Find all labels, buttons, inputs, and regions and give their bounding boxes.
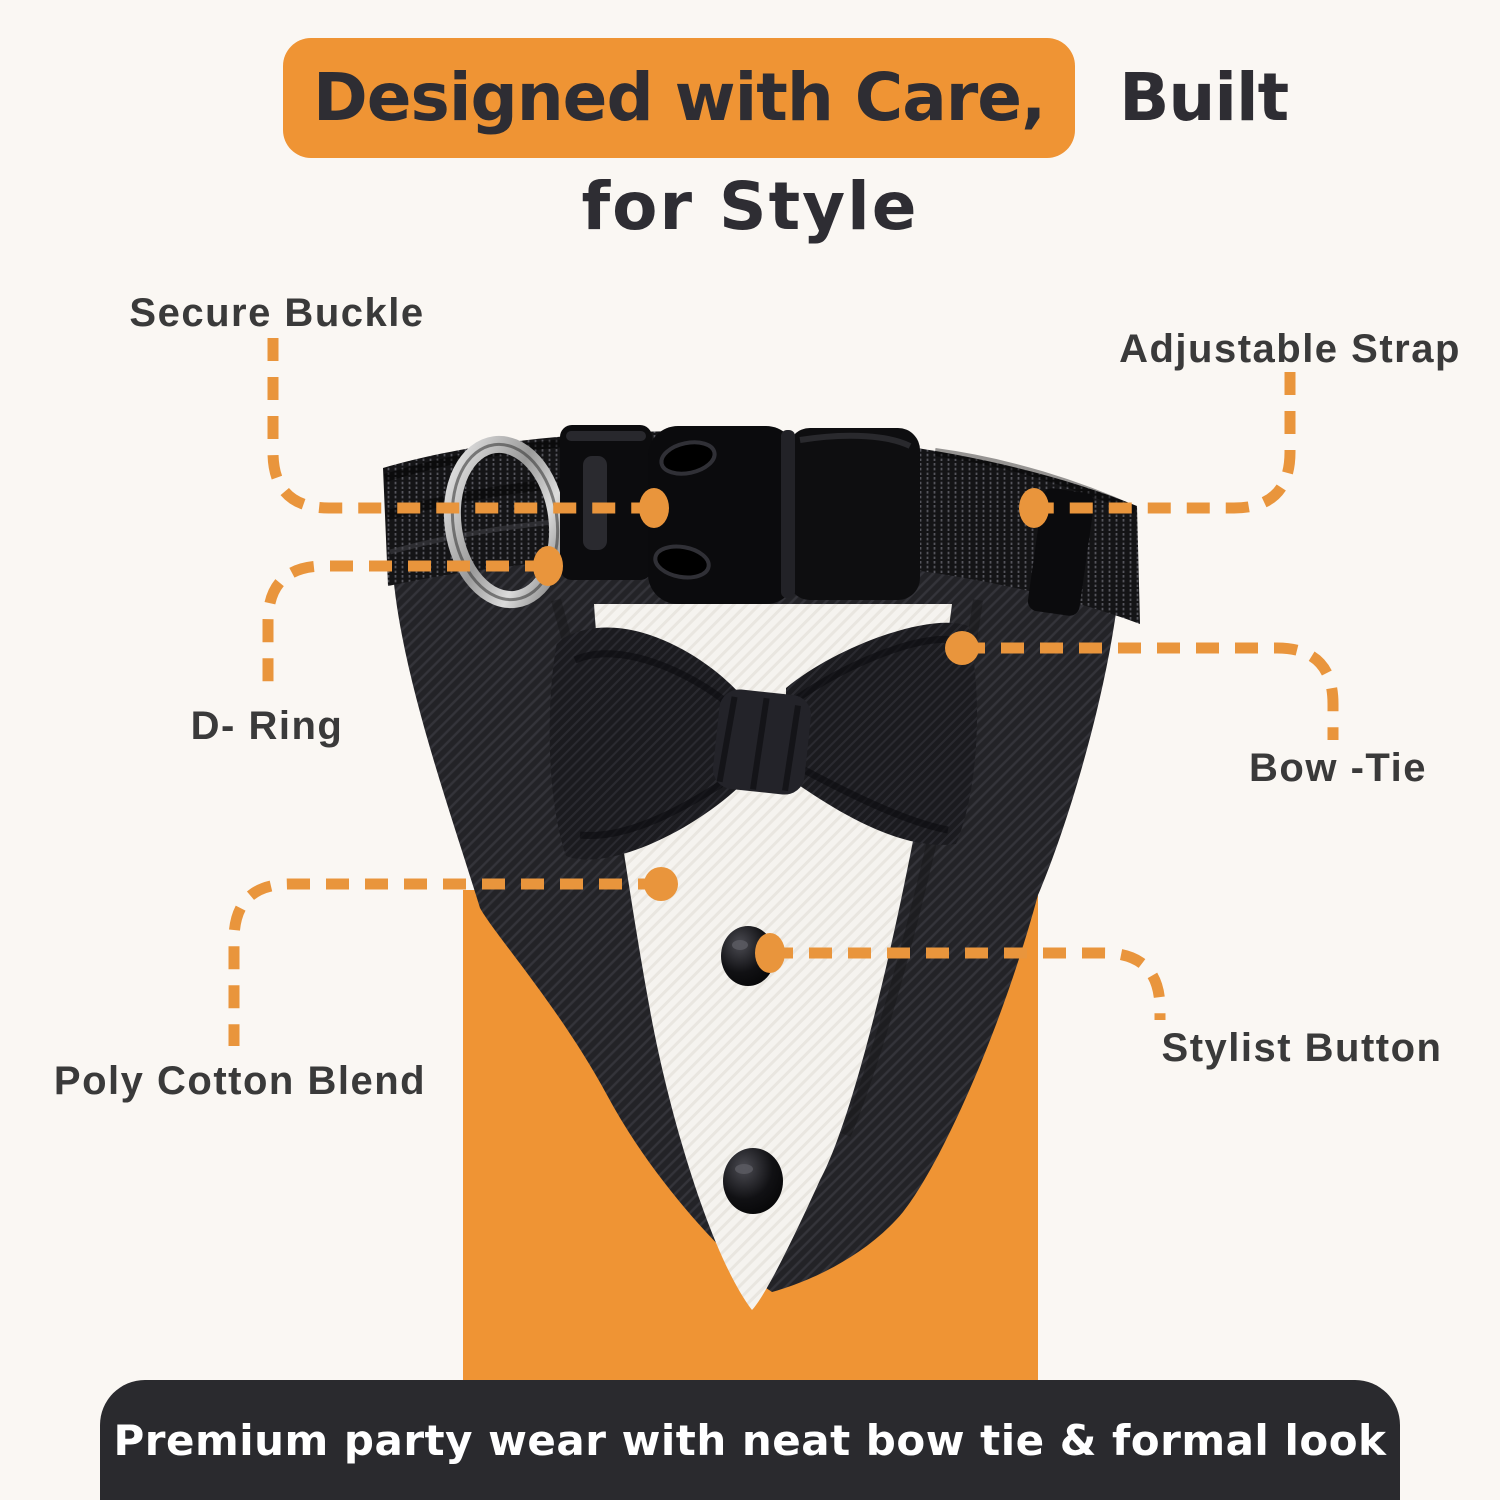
callout-label-d-ring: D- Ring bbox=[190, 704, 344, 748]
footer-text: Premium party wear with neat bow tie & f… bbox=[113, 1415, 1387, 1465]
d-ring bbox=[443, 435, 567, 609]
buckle bbox=[648, 426, 920, 604]
callout-dot-stylist-button bbox=[755, 933, 785, 973]
callout-dot-secure-buckle bbox=[639, 488, 669, 528]
callout-dot-bow-tie bbox=[945, 631, 979, 665]
button-top-highlight bbox=[732, 940, 748, 950]
button-bottom-highlight bbox=[735, 1164, 753, 1174]
page-title-line2: for Style bbox=[581, 168, 919, 245]
callout-label-stylist-button: Stylist Button bbox=[1161, 1026, 1443, 1070]
callout-dot-adjustable-strap bbox=[1019, 488, 1049, 528]
callout-label-bow-tie: Bow -Tie bbox=[1249, 746, 1427, 790]
callout-dot-d-ring bbox=[533, 546, 563, 586]
callout-line-bow-tie bbox=[962, 642, 1339, 740]
title-highlight-box: Designed with Care, bbox=[283, 38, 1076, 158]
title-rest: Built bbox=[1119, 59, 1289, 136]
callout-line-secure-buckle bbox=[267, 338, 654, 514]
callout-line-adjustable-strap bbox=[1034, 372, 1296, 514]
callout-label-secure-buckle: Secure Buckle bbox=[129, 291, 425, 335]
button-bottom bbox=[723, 1148, 783, 1214]
callout-label-adjustable-strap: Adjustable Strap bbox=[1119, 327, 1461, 371]
footer-bar: Premium party wear with neat bow tie & f… bbox=[100, 1380, 1400, 1500]
tri-glide-slider bbox=[560, 425, 652, 580]
callout-label-poly-cotton: Poly Cotton Blend bbox=[53, 1059, 427, 1103]
callout-dot-poly-cotton bbox=[644, 867, 678, 901]
bow-tie bbox=[549, 622, 978, 860]
page-title: Designed with Care, Built bbox=[283, 38, 1289, 158]
